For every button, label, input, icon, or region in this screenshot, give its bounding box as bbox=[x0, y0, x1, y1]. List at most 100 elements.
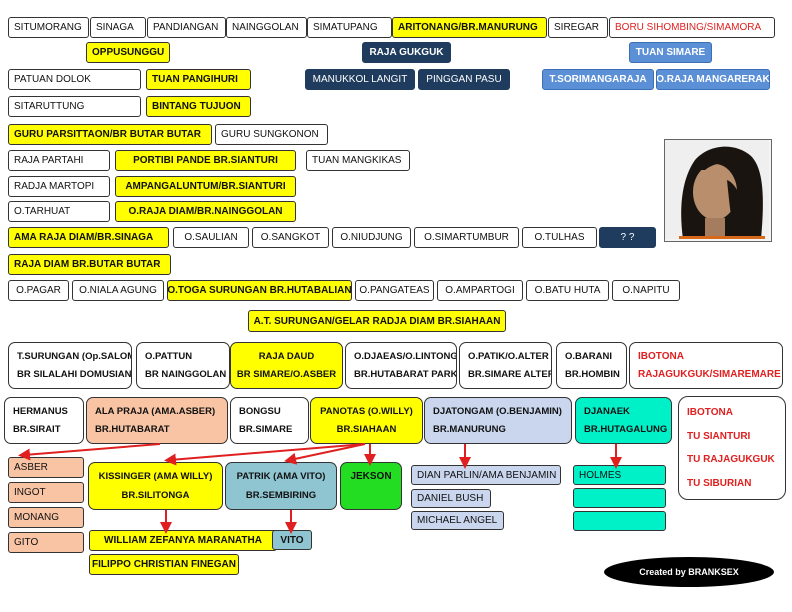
gen1-line1: O.PATIK/O.ALTER bbox=[468, 350, 549, 362]
box-ibotona-1: IBOTONA RAJAGUKGUK/SIMAREMARE bbox=[629, 342, 783, 389]
box-djanaek-child bbox=[573, 488, 666, 508]
ibotona2-line: TU RAJAGUKGUK bbox=[687, 454, 775, 466]
credit-badge: Created by BRANKSEX bbox=[604, 557, 774, 587]
gen2-line2: BR.SIAHAAN bbox=[336, 424, 397, 436]
gen2-line1: DJANAEK bbox=[584, 405, 630, 417]
box-pandiangan: PANDIANGAN bbox=[147, 17, 226, 38]
box-simatupang: SIMATUPANG bbox=[307, 17, 392, 38]
gen1-line2: BR SILALAHI DOMUSIAN bbox=[17, 369, 132, 381]
box-raja-daud: RAJA DAUD BR SIMARE/O.ASBER bbox=[230, 342, 343, 389]
gen1-line2: BR NAINGGOLAN bbox=[145, 369, 227, 381]
box-guru-parsittaon: GURU PARSITTAON/BR BUTAR BUTAR bbox=[8, 124, 212, 145]
patrik-line2: BR.SEMBIRING bbox=[245, 490, 317, 501]
box-o-napitu: O.NAPITU bbox=[612, 280, 680, 301]
gen2-line2: BR.SIRAIT bbox=[13, 424, 61, 436]
box-jekson: JEKSON bbox=[340, 462, 402, 510]
gen1-line1: T.SURUNGAN (Op.SALOM) bbox=[17, 350, 132, 362]
box-djanaek: DJANAEK BR.HUTAGALUNG bbox=[575, 397, 672, 444]
box-sinaga: SINAGA bbox=[90, 17, 146, 38]
box-o-niala-agung: O.NIALA AGUNG bbox=[72, 280, 164, 301]
arrow-panotas-to-patrik bbox=[284, 443, 366, 465]
gen1-line1: RAJA DAUD bbox=[258, 350, 315, 362]
box-portibi: PORTIBI PANDE BR.SIANTURI bbox=[115, 150, 296, 171]
gen1-line1: O.DJAEAS/O.LINTONG bbox=[354, 350, 457, 362]
box-manukkol-langit: MANUKKOL LANGIT bbox=[305, 69, 415, 90]
box-o-raja-diam: O.RAJA DIAM/BR.NAINGGOLAN bbox=[115, 201, 296, 222]
box-raja-gukguk: RAJA GUKGUK bbox=[362, 42, 451, 63]
gen2-line2: BR.MANURUNG bbox=[433, 424, 506, 436]
ibotona2-line: TU SIANTURI bbox=[687, 430, 751, 442]
gen2-line2: BR.HUTAGALUNG bbox=[584, 424, 668, 436]
box-o-saulian: O.SAULIAN bbox=[173, 227, 249, 248]
box-patrik: PATRIK (AMA VITO)BR.SEMBIRING bbox=[225, 462, 337, 510]
ibotona2-line: TU SIBURIAN bbox=[687, 477, 752, 489]
box-o-pagar: O.PAGAR bbox=[8, 280, 69, 301]
gen1-line2: BR.HUTABARAT PARKI bbox=[354, 369, 457, 381]
box-boru-sihombing: BORU SIHOMBING/SIMAMORA bbox=[609, 17, 775, 38]
box-o-tarhuat: O.TARHUAT bbox=[8, 201, 110, 222]
box-dian-parlin: DIAN PARLIN/AMA BENJAMIN bbox=[411, 465, 561, 485]
gen1-line2: RAJAGUKGUK/SIMAREMARE bbox=[638, 369, 781, 381]
gen2-line1: PANOTAS (O.WILLY) bbox=[320, 405, 413, 417]
box-siregar: SIREGAR bbox=[548, 17, 608, 38]
gen2-line2: BR.SIMARE bbox=[239, 424, 293, 436]
gen1-line2: BR SIMARE/O.ASBER bbox=[236, 369, 337, 381]
box-o-niudjung: O.NIUDJUNG bbox=[332, 227, 411, 248]
box-asber: ASBER bbox=[8, 457, 84, 478]
gen2-line1: HERMANUS bbox=[13, 405, 68, 417]
gen2-line1: DJATONGAM (O.BENJAMIN) bbox=[433, 405, 562, 417]
gen2-line2: BR.HUTABARAT bbox=[95, 424, 170, 436]
box-ampangaluntum: AMPANGALUNTUM/BR.SIANTURI bbox=[115, 176, 296, 197]
box-patuan-dolok: PATUAN DOLOK bbox=[8, 69, 141, 90]
box-unknown: ? ? bbox=[599, 227, 656, 248]
gen2-line1: BONGSU bbox=[239, 405, 281, 417]
gen1-line1: O.PATTUN bbox=[145, 350, 193, 362]
box-aritonang: ARITONANG/BR.MANURUNG bbox=[392, 17, 547, 38]
box-pinggan-pasu: PINGGAN PASU bbox=[418, 69, 510, 90]
kissinger-line1: KISSINGER (AMA WILLY) bbox=[98, 471, 213, 482]
box-o-djaeas: O.DJAEAS/O.LINTONG BR.HUTABARAT PARKI bbox=[345, 342, 457, 389]
box-raja-partahi: RAJA PARTAHI bbox=[8, 150, 110, 171]
box-o-sangkot: O.SANGKOT bbox=[252, 227, 329, 248]
box-raja-diam-butar: RAJA DIAM BR.BUTAR BUTAR bbox=[8, 254, 171, 275]
gen1-line1: IBOTONA bbox=[638, 350, 684, 362]
box-filippo: FILIPPO CHRISTIAN FINEGAN bbox=[89, 554, 239, 575]
box-william: WILLIAM ZEFANYA MARANATHA bbox=[89, 530, 277, 551]
box-sitaruttung: SITARUTTUNG bbox=[8, 96, 141, 117]
box-at-surungan: A.T. SURUNGAN/GELAR RADJA DIAM BR.SIAHAA… bbox=[248, 310, 506, 332]
box-bintang-tujuon: BINTANG TUJUON bbox=[146, 96, 251, 117]
box-t-surungan: T.SURUNGAN (Op.SALOM) BR SILALAHI DOMUSIA… bbox=[8, 342, 132, 389]
arrow-panotas-to-kissinger bbox=[164, 443, 366, 466]
box-o-tulhas: O.TULHAS bbox=[522, 227, 597, 248]
box-t-sorimangaraja: T.SORIMANGARAJA bbox=[542, 69, 654, 90]
box-tuan-simare: TUAN SIMARE bbox=[629, 42, 712, 63]
box-radja-martopi: RADJA MARTOPI bbox=[8, 176, 110, 197]
box-daniel-bush: DANIEL BUSH bbox=[411, 489, 491, 508]
box-hermanus: HERMANUS BR.SIRAIT bbox=[4, 397, 84, 444]
gen1-line1: O.BARANI bbox=[565, 350, 612, 362]
box-tuan-pangihuri: TUAN PANGIHURI bbox=[146, 69, 251, 90]
kissinger-line2: BR.SILITONGA bbox=[121, 490, 190, 501]
box-o-pattun: O.PATTUN BR NAINGGOLAN bbox=[136, 342, 230, 389]
box-michael-angel: MICHAEL ANGEL bbox=[411, 511, 504, 530]
box-situmorang: SITUMORANG bbox=[8, 17, 89, 38]
portrait-image bbox=[665, 140, 769, 239]
box-panotas: PANOTAS (O.WILLY) BR.SIAHAAN bbox=[310, 397, 423, 444]
box-o-batu-huta: O.BATU HUTA bbox=[526, 280, 609, 301]
box-bongsu: BONGSU BR.SIMARE bbox=[230, 397, 309, 444]
box-o-pangateas: O.PANGATEAS bbox=[355, 280, 434, 301]
box-djanaek-child bbox=[573, 511, 666, 531]
box-ibotona-2: IBOTONA TU SIANTURI TU RAJAGUKGUK TU SIB… bbox=[678, 396, 786, 500]
box-o-barani: O.BARANI BR.HOMBIN bbox=[556, 342, 627, 389]
box-guru-sungkonon: GURU SUNGKONON bbox=[215, 124, 328, 145]
portrait-photo bbox=[664, 139, 772, 242]
box-o-simartumbur: O.SIMARTUMBUR bbox=[414, 227, 519, 248]
box-tuan-mangkikas: TUAN MANGKIKAS bbox=[306, 150, 410, 171]
box-o-ampartogi: O.AMPARTOGI bbox=[437, 280, 523, 301]
box-o-raja-mangarerak: O.RAJA MANGARERAK bbox=[656, 69, 770, 90]
ibotona2-line: IBOTONA bbox=[687, 407, 733, 419]
gen1-line2: BR.HOMBIN bbox=[565, 369, 620, 381]
gen2-line1: ALA PRAJA (AMA.ASBER) bbox=[95, 405, 216, 417]
